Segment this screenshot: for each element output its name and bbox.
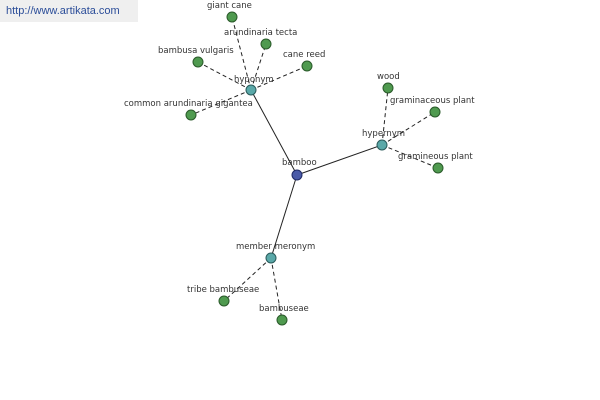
edge-hyponym-cane-reed: [250, 65, 308, 91]
node-label-cane-reed[interactable]: cane reed: [283, 50, 325, 60]
node-label-bamboo[interactable]: bamboo: [282, 158, 317, 168]
edge-hypernym-graminaceous-plant: [381, 111, 436, 146]
edge-bamboo-member-meronym: [270, 174, 298, 259]
node-label-hyponym[interactable]: hyponym: [234, 75, 274, 85]
edge-hyponym-giant-cane: [231, 16, 252, 91]
node-arundinaria-tecta[interactable]: [260, 38, 272, 50]
node-gramineous-plant[interactable]: [432, 162, 444, 174]
graph-nodes: [185, 11, 444, 326]
node-cane-reed[interactable]: [301, 60, 313, 72]
node-label-common-arundinaria-gigantea[interactable]: common arundinaria gigantea: [124, 99, 253, 109]
graph-labels: bamboo hyponym hypernym member meronym giant…: [124, 1, 475, 314]
node-label-bambuseae[interactable]: bambuseae: [259, 304, 309, 314]
node-member-meronym[interactable]: [265, 252, 277, 264]
node-bamboo[interactable]: [291, 169, 303, 181]
node-bambuseae[interactable]: [276, 314, 288, 326]
header-strip: http://www.artikata.com: [0, 0, 138, 22]
node-giant-cane[interactable]: [226, 11, 238, 23]
edge-hyponym-bambusa-vulgaris: [197, 61, 252, 91]
node-common-arundinaria-gigantea[interactable]: [185, 109, 197, 121]
node-hyponym[interactable]: [245, 84, 257, 96]
node-label-hypernym[interactable]: hypernym: [362, 129, 405, 139]
edge-hyponym-arundinaria-tecta: [250, 43, 267, 91]
node-label-giant-cane[interactable]: giant cane: [207, 1, 252, 11]
node-bambusa-vulgaris[interactable]: [192, 56, 204, 68]
edge-member-meronym-tribe-bambuseae: [223, 257, 272, 302]
node-hypernym[interactable]: [376, 139, 388, 151]
node-label-gramineous-plant[interactable]: gramineous plant: [398, 152, 473, 162]
node-label-bambusa-vulgaris[interactable]: bambusa vulgaris: [158, 46, 234, 56]
site-url-link[interactable]: http://www.artikata.com: [6, 5, 120, 17]
edge-hyponym-common-arundinaria-gigantea: [190, 89, 252, 116]
graph-edges: [190, 16, 439, 321]
node-label-graminaceous-plant[interactable]: graminaceous plant: [390, 96, 475, 106]
node-tribe-bambuseae[interactable]: [218, 295, 230, 307]
edge-member-meronym-bambuseae: [270, 257, 283, 321]
edge-bamboo-hyponym: [250, 89, 298, 176]
edge-bamboo-hypernym: [296, 144, 383, 176]
node-label-arundinaria-tecta[interactable]: arundinaria tecta: [224, 28, 297, 38]
edge-hypernym-gramineous-plant: [381, 144, 439, 169]
node-wood[interactable]: [382, 82, 394, 94]
node-label-wood[interactable]: wood: [377, 72, 400, 82]
edge-hypernym-wood: [381, 87, 389, 146]
node-graminaceous-plant[interactable]: [429, 106, 441, 118]
node-label-tribe-bambuseae[interactable]: tribe bambuseae: [187, 285, 259, 295]
node-label-member-meronym[interactable]: member meronym: [236, 242, 315, 252]
